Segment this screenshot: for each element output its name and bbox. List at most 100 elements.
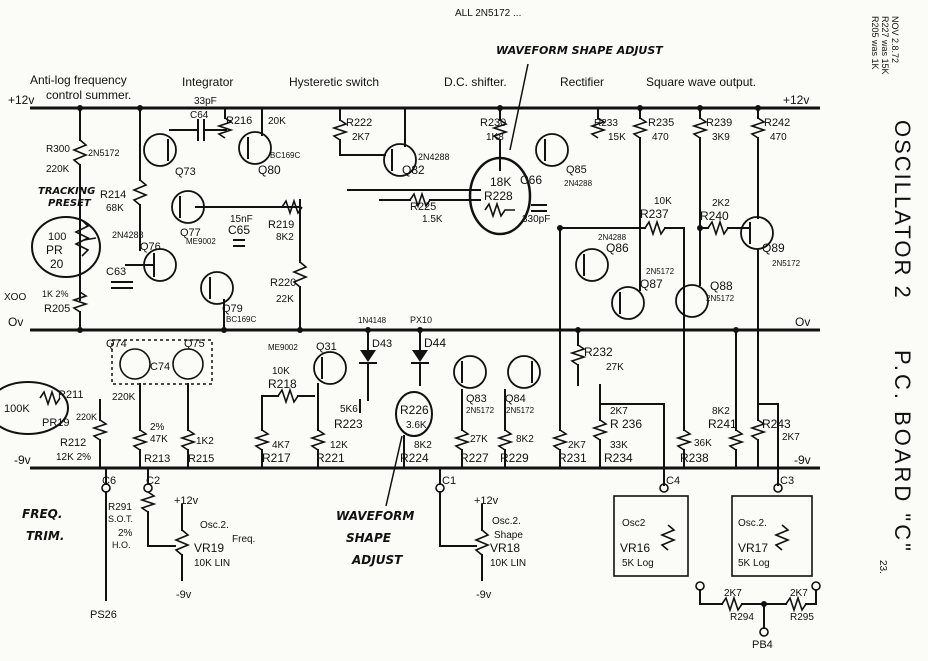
r233-value: 15K (608, 132, 626, 143)
junction-dot (557, 225, 563, 231)
r224-label: R224 (400, 451, 429, 465)
q83-type: 2N5172 (466, 406, 495, 415)
q86-label: Q86 (606, 241, 629, 255)
rail-label-ov-right: Ov (795, 315, 810, 329)
r213-label: R213 (144, 453, 170, 465)
section-antilog-line2: control summer. (46, 88, 131, 102)
q88-type: 2N5172 (706, 294, 735, 303)
rail-label-minus9-left: -9v (14, 453, 31, 467)
waveform-adjust-top: WAVEFORM SHAPE ADJUST (496, 44, 664, 57)
junction-dot (697, 225, 703, 231)
r226-label: R226 (400, 403, 429, 417)
r235-value: 470 (652, 132, 669, 143)
q73-label: Q73 (175, 166, 196, 178)
resistor-r243 (749, 419, 767, 441)
vr19-name: Osc.2. (200, 520, 229, 531)
section-dc-shifter: D.C. shifter. (444, 75, 507, 89)
rail-label-plus12-right: +12v (783, 93, 809, 107)
resistor-r218 (277, 387, 299, 405)
vr16-box (613, 495, 689, 577)
c64-value: 33pF (194, 96, 217, 107)
r215-label: R215 (188, 453, 214, 465)
r300-value: 220K (46, 164, 70, 175)
r215-value: 1K2 (196, 436, 214, 447)
d44-type: PX10 (410, 315, 432, 325)
r243-label: R243 (762, 417, 791, 431)
side-note-2: R227 was 15K (880, 16, 890, 75)
junction-dot (137, 105, 143, 111)
r291-tol: 2% (118, 528, 133, 539)
r214-label: R214 (100, 189, 126, 201)
r231-value: 2K7 (568, 440, 586, 451)
r230-label: R230 (480, 117, 506, 129)
r227-label: R227 (460, 451, 489, 465)
r228-circle (468, 156, 532, 236)
transistor-q73 (143, 133, 177, 167)
diode-d43 (360, 350, 376, 362)
r236-label: R 236 (610, 417, 642, 431)
r218-value: 10K (272, 366, 290, 377)
resistor-r237 (644, 219, 666, 237)
resistor-r295 (785, 595, 807, 613)
tracking-note: TRACKING (38, 186, 95, 197)
transistor-q82 (383, 143, 417, 177)
transistor-q87 (611, 286, 645, 320)
transistor-q88 (675, 284, 709, 318)
r237-value: 10K (654, 196, 672, 207)
section-rectifier: Rectifier (560, 75, 604, 89)
r218-label: R218 (268, 377, 297, 391)
pb4-label: PB4 (752, 639, 773, 651)
resistor-r213 (131, 429, 149, 451)
c6-label: C6 (102, 475, 116, 487)
section-hysteretic-switch: Hysteretic switch (289, 75, 379, 89)
rail-label-plus12-left: +12v (8, 93, 34, 107)
q80-label: Q80 (258, 163, 281, 177)
potentiometer-vr18 (473, 529, 491, 556)
r291-sot: S.O.T. (108, 514, 133, 524)
connector-c3 (773, 483, 783, 493)
resistor-r225 (409, 191, 431, 209)
r231-label: R231 (558, 451, 587, 465)
r241-value: 8K2 (712, 406, 730, 417)
vr16-label: VR16 (620, 541, 650, 555)
xoo-label: XOO (4, 292, 26, 303)
side-title-group: OSCILLATOR 2 P.C. BOARD "C" (890, 120, 915, 554)
junction-dot (77, 105, 83, 111)
pr19-circle (0, 381, 69, 435)
resistor-r238 (675, 429, 693, 451)
r227-value: 27K (470, 434, 488, 445)
freq-trim-line2: TRIM. (26, 529, 64, 543)
c66-value: 330pF (522, 214, 550, 225)
q31-label: Q31 (316, 341, 337, 353)
r241-label: R241 (708, 417, 737, 431)
connector-pb4 (759, 627, 769, 637)
r238-label: R238 (680, 451, 709, 465)
r212-value: 12K 2% (56, 452, 91, 463)
r294-label: R294 (730, 612, 754, 623)
r216-label: R216 (226, 115, 252, 127)
vr19-supply: +12v (174, 495, 199, 507)
q89-label: Q89 (762, 241, 785, 255)
r300-label: R300 (46, 144, 70, 155)
r220-label: R220 (270, 277, 296, 289)
r219-label: R219 (268, 219, 294, 231)
resistor-r217 (253, 429, 271, 451)
junction-dot (733, 327, 739, 333)
r223-label: R223 (334, 417, 363, 431)
r234-value: 33K (610, 440, 628, 451)
r295-label: R295 (790, 612, 814, 623)
c65-value: 15nF (230, 214, 253, 225)
top-note: ALL 2N5172 ... (455, 8, 521, 19)
r230-value: 1K8 (486, 132, 504, 143)
q77-type: ME9002 (186, 237, 216, 246)
c1-label: C1 (442, 475, 456, 487)
vr17-value: 5K Log (738, 558, 770, 569)
waveform-adjust-line2: SHAPE (346, 531, 392, 545)
c3-label: C3 (780, 475, 794, 487)
r220-value: 22K (276, 294, 294, 305)
pr20-number: 20 (50, 257, 64, 271)
r225-value: 1.5K (422, 214, 443, 225)
rail-label-minus9-right: -9v (794, 453, 811, 467)
resistor-r291 (139, 491, 157, 513)
r212-label: R212 (60, 437, 86, 449)
